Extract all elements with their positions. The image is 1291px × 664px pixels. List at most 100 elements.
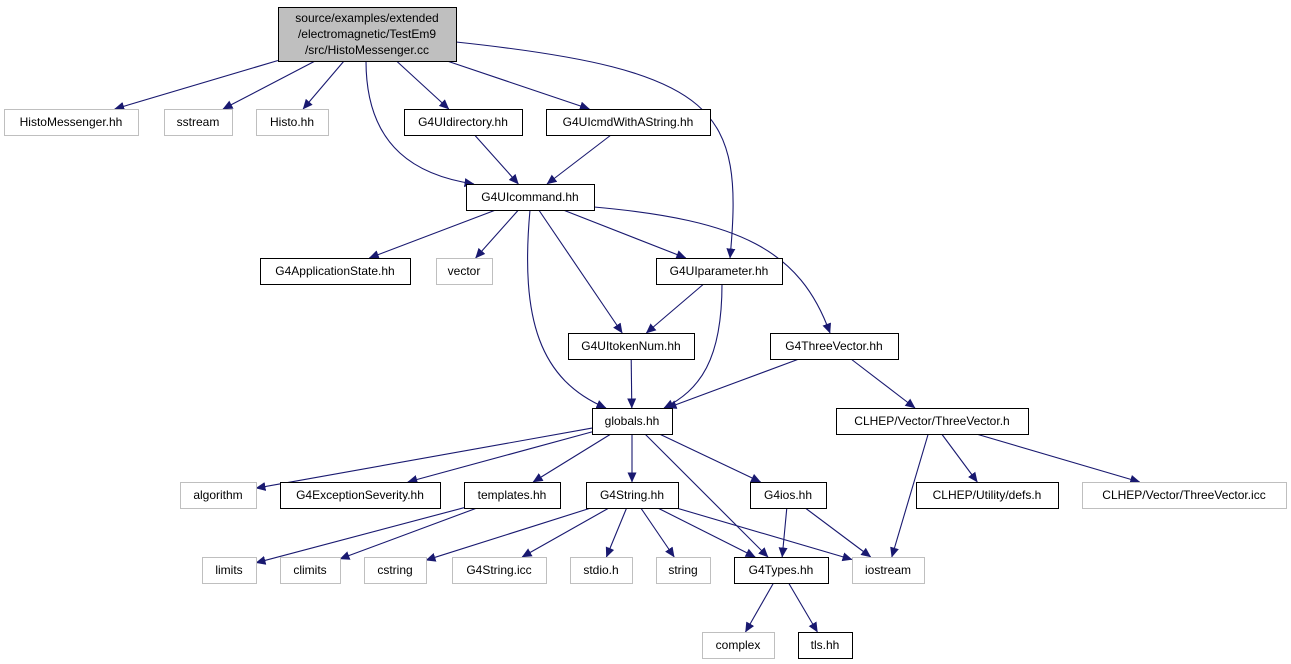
node-label: limits	[215, 563, 242, 577]
edge-layer	[114, 41, 1141, 633]
node-g4types-hh[interactable]: G4Types.hh	[734, 557, 829, 584]
edge-globals-hh-to-algorithm	[255, 427, 593, 491]
node-box	[4, 109, 139, 136]
node-g4ios-hh[interactable]: G4ios.hh	[750, 482, 827, 509]
node-label: source/examples/extended	[295, 11, 438, 25]
node-tls-hh[interactable]: tls.hh	[798, 632, 853, 659]
node-label: G4ios.hh	[764, 488, 812, 502]
edge-clhep-vector-threevector-h-to-iostream	[890, 433, 929, 558]
node-box	[404, 109, 523, 136]
node-label: /electromagnetic/TestEm9	[298, 27, 436, 41]
node-histo-hh: Histo.hh	[256, 109, 329, 136]
node-stdio-h: stdio.h	[570, 557, 633, 584]
edge-g4string-hh-to-iostream	[676, 507, 853, 562]
node-label: vector	[448, 264, 481, 278]
node-box	[798, 632, 853, 659]
node-box	[278, 7, 457, 62]
node-box	[464, 482, 561, 509]
node-label: globals.hh	[605, 414, 660, 428]
edge-g4ios-hh-to-g4types-hh	[778, 507, 788, 558]
edge-clhep-vector-threevector-h-to-clhep-utility-defs-h	[941, 433, 978, 483]
node-label: CLHEP/Vector/ThreeVector.icc	[1102, 488, 1265, 502]
node-vector: vector	[436, 258, 493, 285]
node-label: string	[668, 563, 697, 577]
edge-clhep-vector-threevector-h-to-clhep-vector-threevector-icc	[976, 433, 1141, 484]
edge-g4uicommand-hh-to-globals-hh	[527, 209, 607, 409]
edge-g4uicommand-hh-to-g4applicationstate-hh	[368, 209, 496, 259]
node-box	[586, 482, 679, 509]
edge-histomessenger-cc-to-histo-hh	[302, 60, 345, 110]
node-g4threevector-hh[interactable]: G4ThreeVector.hh	[770, 333, 899, 360]
node-box	[260, 258, 411, 285]
node-box	[750, 482, 827, 509]
node-clhep-vector-threevector-h[interactable]: CLHEP/Vector/ThreeVector.h	[836, 408, 1029, 435]
node-box	[466, 184, 595, 211]
node-cstring: cstring	[364, 557, 427, 584]
node-label: tls.hh	[811, 638, 840, 652]
node-label: G4ExceptionSeverity.hh	[296, 488, 424, 502]
edge-g4string-hh-to-string	[640, 507, 675, 558]
node-root-file[interactable]: source/examples/extended/electromagnetic…	[278, 7, 457, 62]
node-box	[452, 557, 547, 584]
edge-g4types-hh-to-complex	[745, 582, 774, 633]
edge-histomessenger-cc-to-g4uicmdwithastring-hh	[446, 60, 590, 111]
node-label: HistoMessenger.hh	[20, 115, 123, 129]
node-box	[656, 557, 711, 584]
edge-templates-hh-to-climits	[339, 507, 478, 560]
node-label: CLHEP/Utility/defs.h	[933, 488, 1042, 502]
edge-g4threevector-hh-to-clhep-vector-threevector-h	[850, 358, 916, 409]
node-clhep-vector-threevector-icc: CLHEP/Vector/ThreeVector.icc	[1082, 482, 1287, 509]
edge-histomessenger-cc-to-g4uidirectory-hh	[396, 60, 450, 110]
node-clhep-utility-defs-h[interactable]: CLHEP/Utility/defs.h	[916, 482, 1059, 509]
node-box	[592, 408, 673, 435]
node-label: algorithm	[193, 488, 242, 502]
node-g4uiparameter-hh[interactable]: G4UIparameter.hh	[656, 258, 783, 285]
edge-histomessenger-cc-to-g4uiparameter-hh	[455, 41, 736, 259]
node-box	[164, 109, 233, 136]
edge-globals-hh-to-g4ios-hh	[659, 433, 762, 483]
node-g4applicationstate-hh[interactable]: G4ApplicationState.hh	[260, 258, 411, 285]
node-box	[546, 109, 711, 136]
edge-globals-hh-to-g4types-hh	[644, 433, 769, 558]
node-globals-hh[interactable]: globals.hh	[592, 408, 673, 435]
node-layer: source/examples/extended/electromagnetic…	[4, 7, 1287, 659]
node-label: /src/HistoMessenger.cc	[305, 43, 429, 57]
node-label: sstream	[177, 115, 220, 129]
edge-g4uidirectory-hh-to-g4uicommand-hh	[474, 134, 519, 185]
node-label: G4String.hh	[600, 488, 664, 502]
node-label: G4UIdirectory.hh	[418, 115, 508, 129]
node-box	[280, 557, 341, 584]
node-box	[364, 557, 427, 584]
edge-globals-hh-to-g4exceptionseverity-hh	[407, 431, 593, 484]
node-label: iostream	[865, 563, 911, 577]
node-label: G4UItokenNum.hh	[581, 339, 680, 353]
node-box	[770, 333, 899, 360]
node-label: G4ThreeVector.hh	[785, 339, 882, 353]
node-templates-hh[interactable]: templates.hh	[464, 482, 561, 509]
node-g4uicmdwithastring-hh[interactable]: G4UIcmdWithAString.hh	[546, 109, 711, 136]
node-label: templates.hh	[478, 488, 547, 502]
node-g4uitokennum-hh[interactable]: G4UItokenNum.hh	[568, 333, 695, 360]
node-box	[702, 632, 775, 659]
node-label: G4UIcmdWithAString.hh	[563, 115, 694, 129]
edge-globals-hh-to-templates-hh	[532, 433, 612, 483]
node-g4string-hh[interactable]: G4String.hh	[586, 482, 679, 509]
node-sstream: sstream	[164, 109, 233, 136]
node-label: cstring	[377, 563, 412, 577]
node-string: string	[656, 557, 711, 584]
node-iostream: iostream	[852, 557, 925, 584]
node-box	[656, 258, 783, 285]
node-label: G4String.icc	[466, 563, 531, 577]
node-label: Histo.hh	[270, 115, 314, 129]
edge-g4uicommand-hh-to-vector	[475, 209, 519, 259]
node-label: G4ApplicationState.hh	[275, 264, 394, 278]
node-label: stdio.h	[583, 563, 618, 577]
node-g4uicommand-hh[interactable]: G4UIcommand.hh	[466, 184, 595, 211]
node-g4uidirectory-hh[interactable]: G4UIdirectory.hh	[404, 109, 523, 136]
node-g4exceptionseverity-hh[interactable]: G4ExceptionSeverity.hh	[280, 482, 441, 509]
edge-g4uitokennum-hh-to-globals-hh	[627, 358, 637, 409]
edge-histomessenger-cc-to-sstream	[222, 60, 316, 110]
edge-g4string-hh-to-g4types-hh	[657, 507, 756, 558]
edge-g4uiparameter-hh-to-g4uitokennum-hh	[645, 283, 705, 334]
